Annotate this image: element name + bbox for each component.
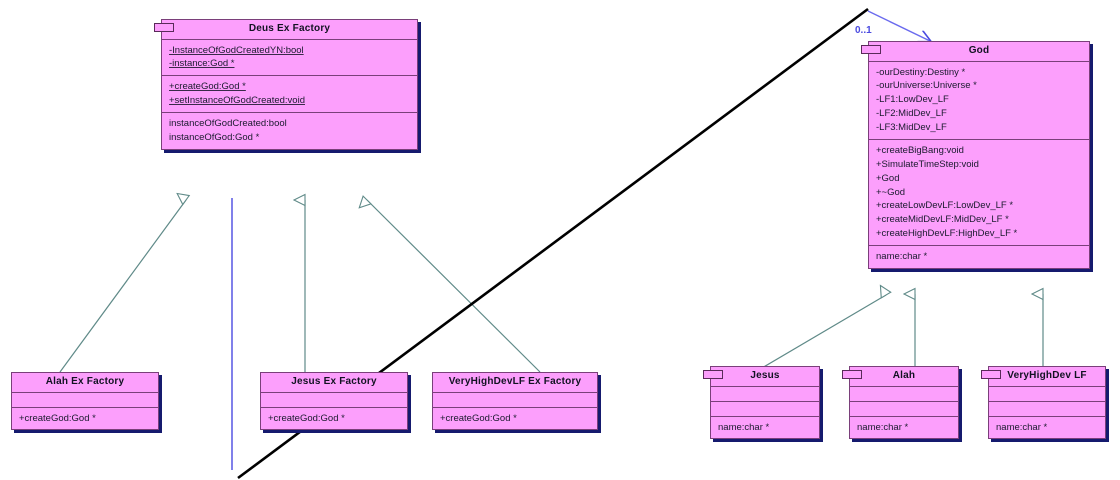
class-title-veryhighdevlf-ex-factory: VeryHighDevLF Ex Factory [433, 373, 597, 393]
attributes-compartment [850, 387, 958, 402]
attributes-compartment [261, 393, 407, 408]
generalization-veryhighdevlf-ex-factory-to-deus [367, 200, 541, 373]
operation-item: +createLowDevLF:LowDev_LF * [876, 200, 1014, 212]
extra-item: instanceOfGodCreated:bool [169, 118, 287, 129]
operation-item: +createHighDevLF:HighDev_LF * [876, 228, 1018, 240]
operation-item: +createMidDevLF:MidDev_LF * [876, 214, 1009, 226]
attributes-compartment: -InstanceOfGodCreatedYN:bool -instance:G… [162, 40, 417, 77]
attribute-item: -ourUniverse:Universe * [876, 80, 977, 92]
operation-item: +createGod:God * [19, 412, 96, 424]
class-title-alah-ex-factory: Alah Ex Factory [12, 373, 158, 393]
class-veryhighdevlf-ex-factory[interactable]: VeryHighDevLF Ex Factory +createGod:God … [432, 372, 598, 431]
extras-compartment: instanceOfGodCreated:bool instanceOfGod:… [162, 113, 417, 149]
class-title-god: God [869, 42, 1089, 62]
class-alah[interactable]: Alah name:char * [842, 366, 959, 440]
attribute-item: -LF2:MidDev_LF [876, 108, 947, 120]
extras-compartment: name:char * [711, 417, 819, 439]
operation-item: +createGod:God * [268, 412, 345, 424]
attributes-compartment [433, 393, 597, 408]
attribute-item: -ourDestiny:Destiny * [876, 66, 966, 78]
class-icon-tab [981, 370, 1001, 379]
association-deus-to-god [867, 10, 930, 41]
operation-item: +God [876, 172, 900, 184]
class-icon-tab [703, 370, 723, 379]
extra-item: name:char * [996, 421, 1048, 433]
class-icon-tab [154, 23, 174, 32]
class-jesus-ex-factory[interactable]: Jesus Ex Factory +createGod:God * [260, 372, 408, 431]
class-title-veryhighdev-lf: VeryHighDev LF [989, 367, 1105, 387]
attributes-compartment: -ourDestiny:Destiny * -ourUniverse:Unive… [869, 62, 1089, 140]
class-jesus[interactable]: Jesus name:char * [703, 366, 820, 440]
operation-item: +~God [876, 186, 906, 198]
operations-compartment [850, 402, 958, 417]
extra-item: name:char * [857, 421, 909, 433]
operation-item: +createBigBang:void [876, 144, 964, 156]
operations-compartment [989, 402, 1105, 417]
operations-compartment: +createBigBang:void +SimulateTimeStep:vo… [869, 140, 1089, 246]
extras-compartment: name:char * [869, 246, 1089, 268]
operation-item: +createGod:God * [169, 81, 246, 93]
generalization-jesus-to-god [761, 295, 886, 369]
extras-compartment: name:char * [850, 417, 958, 439]
operations-compartment: +createGod:God * [433, 408, 597, 430]
attribute-item: -LF3:MidDev_LF [876, 122, 947, 133]
attribute-item: -LF1:LowDev_LF [876, 94, 949, 106]
operation-item: +setInstanceOfGodCreated:void [169, 95, 305, 107]
attributes-compartment [989, 387, 1105, 402]
operations-compartment: +createGod:God * +setInstanceOfGodCreate… [162, 76, 417, 113]
class-god[interactable]: God -ourDestiny:Destiny * -ourUniverse:U… [861, 41, 1090, 269]
attribute-item: -instance:God * [169, 58, 235, 70]
attribute-item: -InstanceOfGodCreatedYN:bool [169, 44, 304, 56]
extra-item: name:char * [718, 421, 770, 433]
extras-compartment: name:char * [989, 417, 1105, 439]
class-deus-ex-factory[interactable]: Deus Ex Factory -InstanceOfGodCreatedYN:… [154, 19, 418, 150]
extra-item: name:char * [876, 251, 928, 262]
extra-item: instanceOfGod:God * [169, 131, 260, 143]
class-title-deus-ex-factory: Deus Ex Factory [162, 20, 417, 40]
operations-compartment: +createGod:God * [261, 408, 407, 430]
operations-compartment [711, 402, 819, 417]
operation-item: +createGod:God * [440, 412, 517, 424]
class-alah-ex-factory[interactable]: Alah Ex Factory +createGod:God * [11, 372, 159, 431]
multiplicity-label-0-1: 0..1 [855, 25, 872, 36]
class-icon-tab [842, 370, 862, 379]
attributes-compartment [12, 393, 158, 408]
class-title-jesus-ex-factory: Jesus Ex Factory [261, 373, 407, 393]
class-title-jesus: Jesus [711, 367, 819, 387]
generalization-alah-ex-factory-to-deus [59, 200, 186, 373]
class-veryhighdev-lf[interactable]: VeryHighDev LF name:char * [981, 366, 1106, 440]
operations-compartment: +createGod:God * [12, 408, 158, 430]
operation-item: +SimulateTimeStep:void [876, 158, 979, 170]
attributes-compartment [711, 387, 819, 402]
class-title-alah: Alah [850, 367, 958, 387]
class-icon-tab [861, 45, 881, 54]
